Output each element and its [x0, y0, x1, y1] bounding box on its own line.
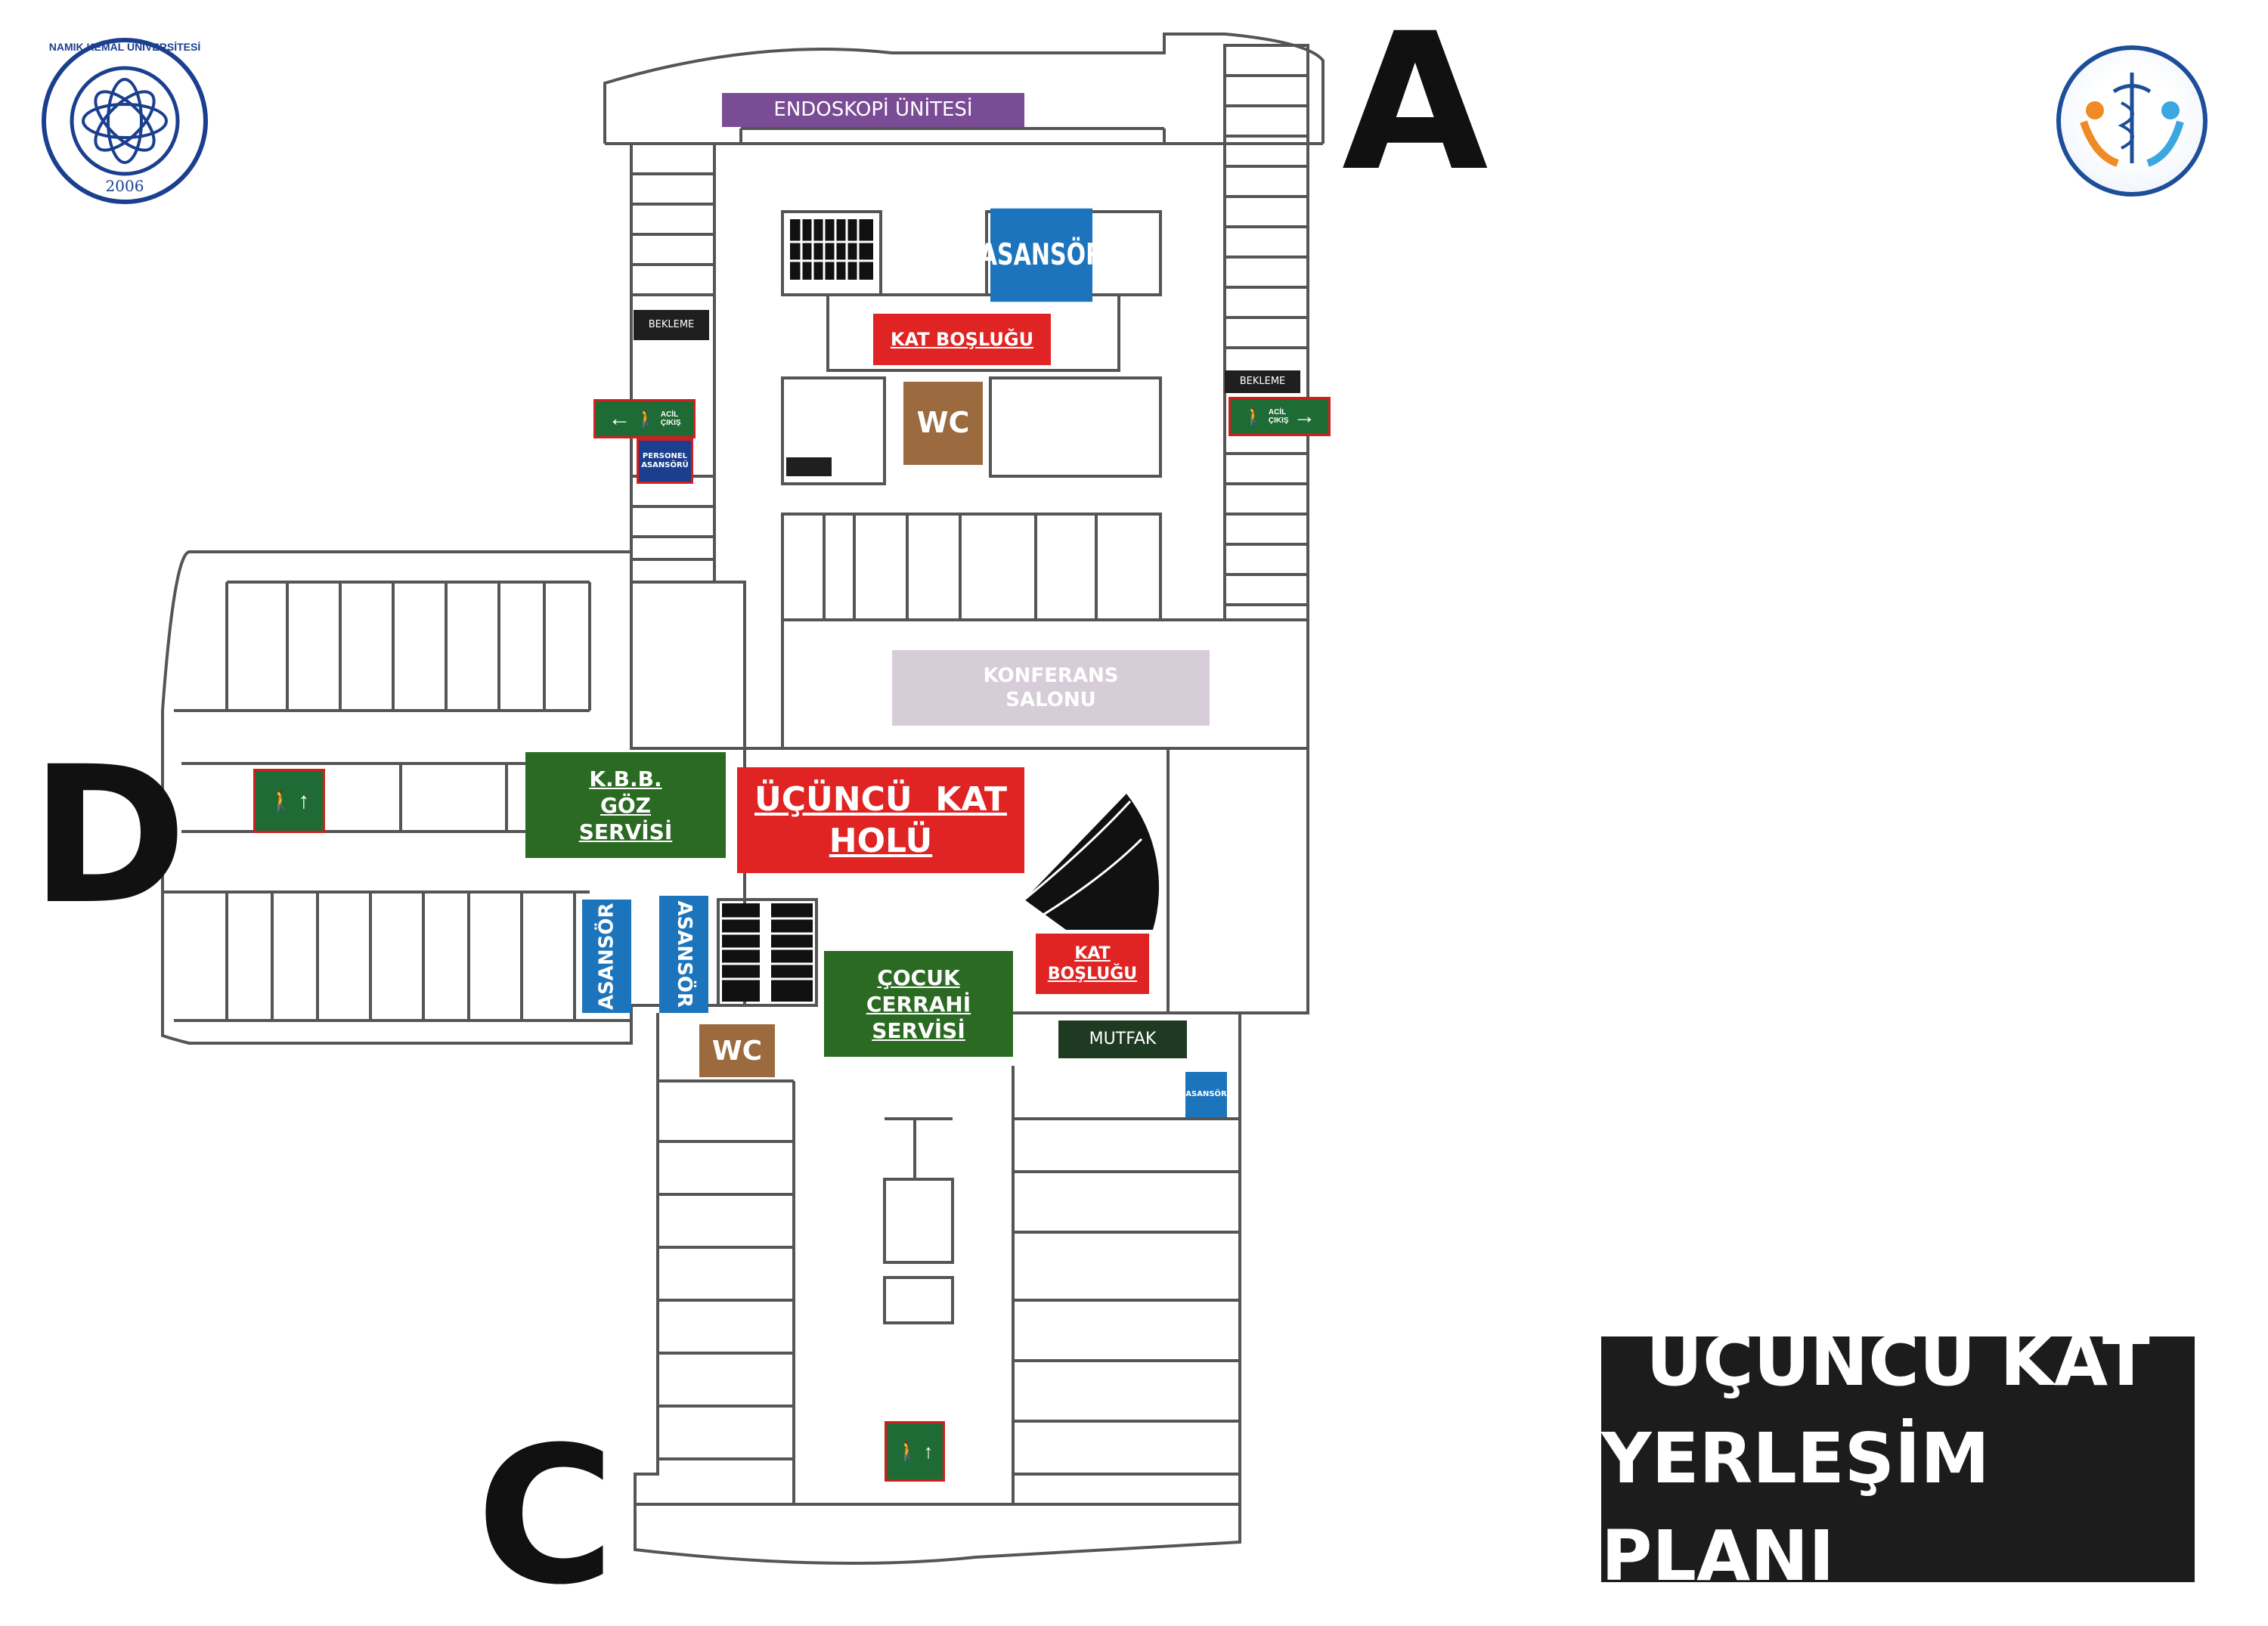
- room-asansor-left-1-text: ASANSÖR: [595, 903, 618, 1010]
- room-bekleme-left: BEKLEME: [634, 310, 709, 340]
- plan-title-line2: YERLEŞİM PLANI: [1601, 1418, 1990, 1597]
- room-kat-boslugu-top: KAT BOŞLUĞU: [873, 314, 1051, 365]
- spiral-stair: [1024, 794, 1160, 930]
- exit-sign-left-word2: ÇIKIŞ: [660, 419, 681, 427]
- a-room-row: [781, 513, 1162, 621]
- room-kbb: K.B.B. GÖZ SERVİSİ: [525, 752, 726, 858]
- wing-label-d: D: [30, 726, 187, 946]
- c-wing-right-rooms: [1012, 1066, 1240, 1504]
- room-cocuk-line3: SERVİSİ: [872, 1017, 965, 1043]
- room-konferans: KONFERANS SALONU: [892, 650, 1210, 726]
- room-kat-boslugu-right-line2: BOŞLUĞU: [1047, 965, 1138, 983]
- c-wing-outline: [634, 1013, 1241, 1565]
- room-asansor-small: ASANSÖR: [1185, 1072, 1227, 1117]
- room-mutfak: MUTFAK: [1058, 1021, 1187, 1058]
- room-personel-asansoru: PERSONEL ASANSÖRÜ: [637, 438, 693, 484]
- d-wing-outline: [161, 550, 746, 1045]
- room-asansor-left-1: ASANSÖR: [582, 900, 631, 1013]
- arrow-right-icon: →: [1293, 404, 1316, 429]
- small-dark-label: [786, 457, 832, 476]
- exit-sign-left: ← 🚶 ACİL ÇIKIŞ: [593, 399, 696, 438]
- university-logo: NAMIK KEMAL ÜNİVERSİTESİ 2006: [42, 38, 208, 204]
- room-wc-bottom: WC: [699, 1024, 775, 1077]
- running-person-icon: 🚶: [1243, 407, 1264, 426]
- a-block-cap: [603, 33, 1325, 144]
- room-personel-line1: PERSONEL: [642, 451, 688, 460]
- room-cocuk-line2: CERRAHİ: [866, 991, 971, 1017]
- exit-sign-left-word1: ACİL: [660, 410, 679, 419]
- exit-sign-right-word2: ÇIKIŞ: [1268, 417, 1289, 425]
- wing-label-c: C: [476, 1406, 615, 1626]
- room-kbb-line1: K.B.B.: [589, 766, 662, 791]
- room-asansor-left-2: ASANSÖR: [659, 896, 708, 1013]
- stair-left: [722, 903, 813, 1002]
- university-name: NAMIK KEMAL ÜNİVERSİTESİ: [48, 41, 201, 53]
- a-left-rooms: [630, 142, 716, 584]
- caduceus-icon: [2080, 73, 2184, 167]
- room-bekleme-right: BEKLEME: [1225, 370, 1300, 393]
- room-cocuk-line1: ÇOCUK: [877, 965, 960, 990]
- room-cocuk-cerrahi: ÇOCUK CERRAHİ SERVİSİ: [824, 951, 1013, 1057]
- exit-sign-right-text: ACİL ÇIKIŞ: [1269, 408, 1289, 425]
- university-year: 2006: [105, 177, 144, 195]
- c-wing-left-rooms: [658, 1079, 795, 1504]
- arrow-up-icon: ↑: [298, 788, 310, 813]
- exit-sign-d-wing: 🚶 ↑: [253, 769, 325, 833]
- exit-sign-c-wing: 🚶 ↑: [885, 1421, 945, 1482]
- running-person-icon: 🚶: [268, 789, 294, 812]
- running-person-icon: 🚶: [896, 1441, 919, 1462]
- d-wing-bottom-rooms: [163, 890, 631, 1022]
- room-kat-boslugu-right-line1: KAT: [1074, 943, 1111, 963]
- room-kbb-line2: GÖZ: [600, 792, 652, 818]
- room-asansor-left-2-text: ASANSÖR: [672, 900, 696, 1008]
- university-emblem-icon: [70, 66, 180, 176]
- room-ucuncu-kat-holu: ÜÇÜNCÜ KAT HOLÜ: [737, 767, 1024, 873]
- room-konferans-line2: SALONU: [1005, 689, 1096, 711]
- exit-sign-right: 🚶 ACİL ÇIKIŞ →: [1228, 397, 1331, 436]
- running-person-icon: 🚶: [635, 409, 656, 428]
- exit-sign-left-text: ACİL ÇIKIŞ: [661, 410, 681, 427]
- faculty-logo: [2056, 45, 2208, 197]
- plan-title-line1: ÜÇÜNCÜ KAT: [1646, 1321, 2150, 1402]
- room-asansor-top: ASANSÖR: [980, 208, 1103, 302]
- room-hol-line1: ÜÇÜNCÜ KAT: [754, 780, 1007, 819]
- arrow-up-icon: ↑: [923, 1439, 934, 1463]
- wing-label-a: A: [1342, 0, 1489, 212]
- room-wc-top: WC: [903, 382, 983, 465]
- room-kbb-line3: SERVİSİ: [578, 819, 673, 844]
- plan-title: ÜÇÜNCÜ KAT YERLEŞİM PLANI: [1601, 1321, 2195, 1597]
- room-konferans-line1: KONFERANS: [983, 664, 1119, 687]
- a-right-rooms: [1223, 44, 1309, 621]
- exit-sign-right-word1: ACİL: [1268, 408, 1287, 417]
- room-hol-line2: HOLÜ: [829, 822, 933, 860]
- arrow-left-icon: ←: [608, 406, 631, 431]
- room-endoskopi: ENDOSKOPİ ÜNİTESİ: [722, 93, 1024, 127]
- room-personel-line2: ASANSÖRÜ: [641, 461, 689, 469]
- stair-top: [790, 219, 873, 280]
- room-kat-boslugu-right: KAT BOŞLUĞU: [1036, 934, 1149, 994]
